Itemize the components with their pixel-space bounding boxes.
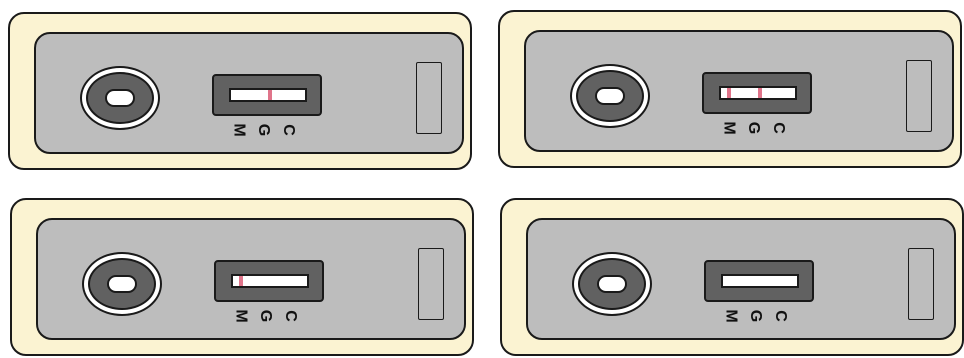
sample-well [572,252,652,316]
label-m: M [721,121,737,134]
line-labels: M G C [720,120,796,140]
test-strip [721,274,799,288]
label-c: C [280,124,296,136]
label-g: G [745,122,761,134]
label-m: M [723,309,739,322]
label-g: G [255,124,271,136]
sample-well-hole [105,89,135,107]
igm-line [239,276,243,286]
line-labels: M G C [722,308,798,328]
result-window [212,74,322,116]
label-window [418,248,444,320]
sample-well [570,64,650,128]
result-window [702,72,812,114]
control-line [758,88,762,98]
test-cassette-3: M G C [10,198,474,356]
label-m: M [233,309,249,322]
label-g: G [257,310,273,322]
sample-well [82,252,162,316]
control-line [268,90,272,100]
test-cassette-1: M G C [8,12,472,170]
test-strip [231,274,309,288]
sample-well [80,66,160,130]
line-labels: M G C [230,122,306,142]
label-window [416,62,442,134]
cassette-panel: M G C [36,218,466,340]
label-c: C [282,310,298,322]
igg-line [727,88,731,98]
label-window [908,248,934,320]
test-strip [229,88,307,102]
line-labels: M G C [232,308,308,328]
label-c: C [770,122,786,134]
sample-well-ring [578,258,646,310]
cassette-panel: M G C [526,218,956,340]
label-g: G [747,310,763,322]
label-c: C [772,310,788,322]
label-m: M [231,123,247,136]
sample-well-ring [88,258,156,310]
sample-well-hole [107,275,137,293]
sample-well-ring [86,72,154,124]
result-window [704,260,814,302]
sample-well-ring [576,70,644,122]
test-cassette-2: M G C [498,10,962,168]
result-window [214,260,324,302]
sample-well-hole [597,275,627,293]
sample-well-hole [595,87,625,105]
cassette-panel: M G C [524,30,954,152]
test-strip [719,86,797,100]
test-cassette-4: M G C [500,198,964,356]
cassette-panel: M G C [34,32,464,154]
label-window [906,60,932,132]
